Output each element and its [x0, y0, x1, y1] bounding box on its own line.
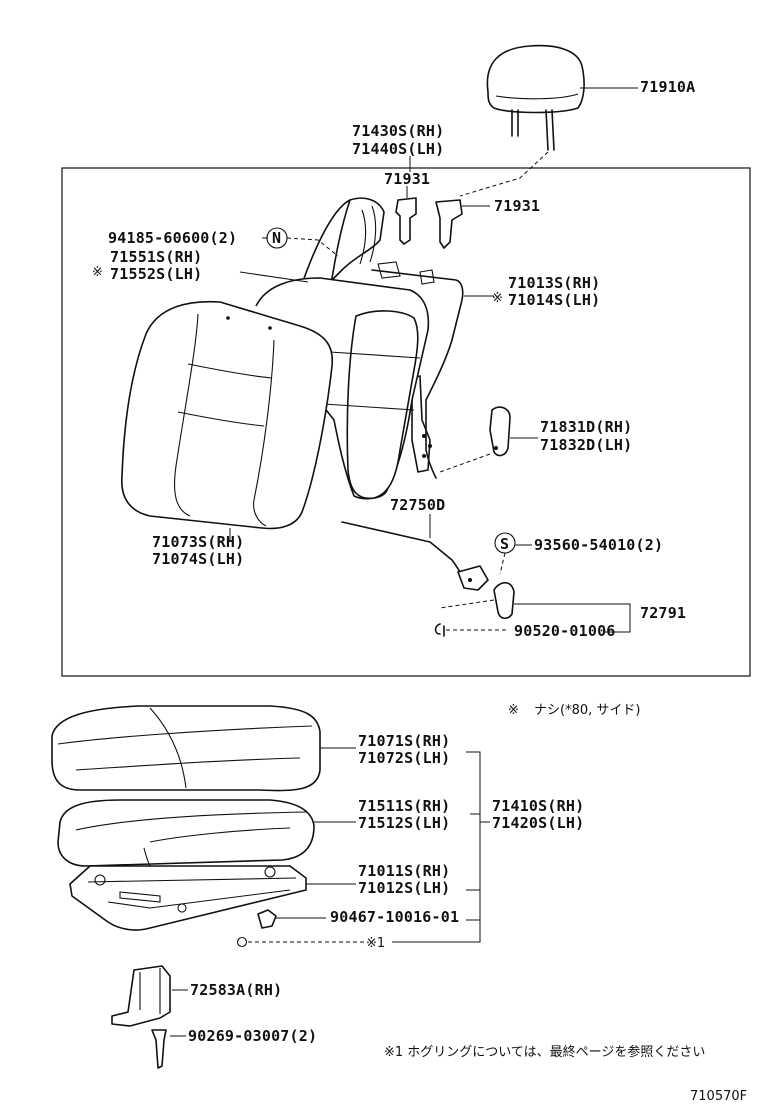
label-cushion-cover-rh: 71071S(RH) [358, 732, 450, 750]
label-back-pad-lh: 71552S(LH) [110, 265, 202, 283]
headrest-illustration [459, 44, 638, 197]
bracket-illustration [111, 965, 188, 1027]
headrest-guide-left [395, 186, 417, 245]
headrest-guide-right [435, 199, 490, 249]
label-headrest: 71910A [640, 78, 695, 96]
label-bracket: 72583A(RH) [190, 981, 282, 999]
clip-symbol-n: N [272, 229, 281, 247]
seatback-cover-illustration [121, 300, 334, 542]
mark-not-available: ※ [508, 703, 519, 718]
clip-illustration [257, 909, 326, 929]
label-lever: 72791 [640, 604, 686, 622]
label-screw: 93560-54010(2) [534, 536, 663, 554]
recliner-lever-illustration [439, 581, 631, 633]
label-guide-left: 71931 [384, 170, 430, 188]
label-ring: 90520-01006 [514, 622, 616, 640]
diagram-id: 710570F [690, 1089, 747, 1104]
label-cable: 72750D [390, 496, 445, 514]
bolt-illustration [151, 1029, 186, 1069]
cushion-cover-illustration [51, 705, 356, 792]
label-back-cover-rh: 71073S(RH) [152, 533, 244, 551]
label-cushion-frame-rh: 71011S(RH) [358, 862, 450, 880]
label-cushion-frame-lh: 71012S(LH) [358, 879, 450, 897]
label-back-cover-lh: 71074S(LH) [152, 550, 244, 568]
label-hog-ring-clip: 94185-60600(2) [108, 229, 237, 247]
recliner-cable-illustration [341, 514, 489, 591]
label-cushion-assy-lh: 71420S(LH) [492, 814, 584, 832]
label-guide-right: 71931 [494, 197, 540, 215]
label-cushion-pad-rh: 71511S(RH) [358, 797, 450, 815]
label-not-available-note: ナシ(*80, サイド) [534, 703, 640, 718]
footnote-text: ※1 ホグリングについては、最終ページを参照ください [384, 1044, 705, 1060]
label-back-pad-rh: 71551S(RH) [110, 248, 202, 266]
screw-symbol-s: S [500, 535, 509, 553]
label-cushion-assy-rh: 71410S(RH) [492, 797, 584, 815]
cushion-pad-illustration [57, 799, 356, 867]
label-support-rh: 71430S(RH) [352, 122, 444, 140]
label-back-frame-lh: 71014S(LH) [508, 291, 600, 309]
label-side-cover-lh: 71832D(LH) [540, 436, 632, 454]
ring-clip-illustration [434, 623, 508, 637]
mark-back-frame: ※ [492, 291, 503, 306]
label-hog-ring-ref: ※1 [366, 936, 385, 951]
label-clip: 90467-10016-01 [330, 908, 459, 926]
label-side-cover-rh: 71831D(RH) [540, 418, 632, 436]
label-bolt: 90269-03007(2) [188, 1027, 317, 1045]
label-support-lh: 71440S(LH) [352, 140, 444, 158]
hog-ring-marker [236, 936, 364, 948]
seatback-group-frame [61, 167, 751, 677]
cushion-assy-bracket-line [392, 751, 490, 943]
label-cushion-cover-lh: 71072S(LH) [358, 749, 450, 767]
cushion-frame-illustration [69, 865, 356, 931]
screw-marker [494, 532, 532, 575]
side-cover-illustration [439, 406, 538, 473]
seatback-frame-illustration [299, 197, 494, 479]
hog-ring-clip-marker [262, 227, 339, 257]
label-back-frame-rh: 71013S(RH) [508, 274, 600, 292]
label-cushion-pad-lh: 71512S(LH) [358, 814, 450, 832]
mark-back-pad: ※ [92, 265, 103, 280]
